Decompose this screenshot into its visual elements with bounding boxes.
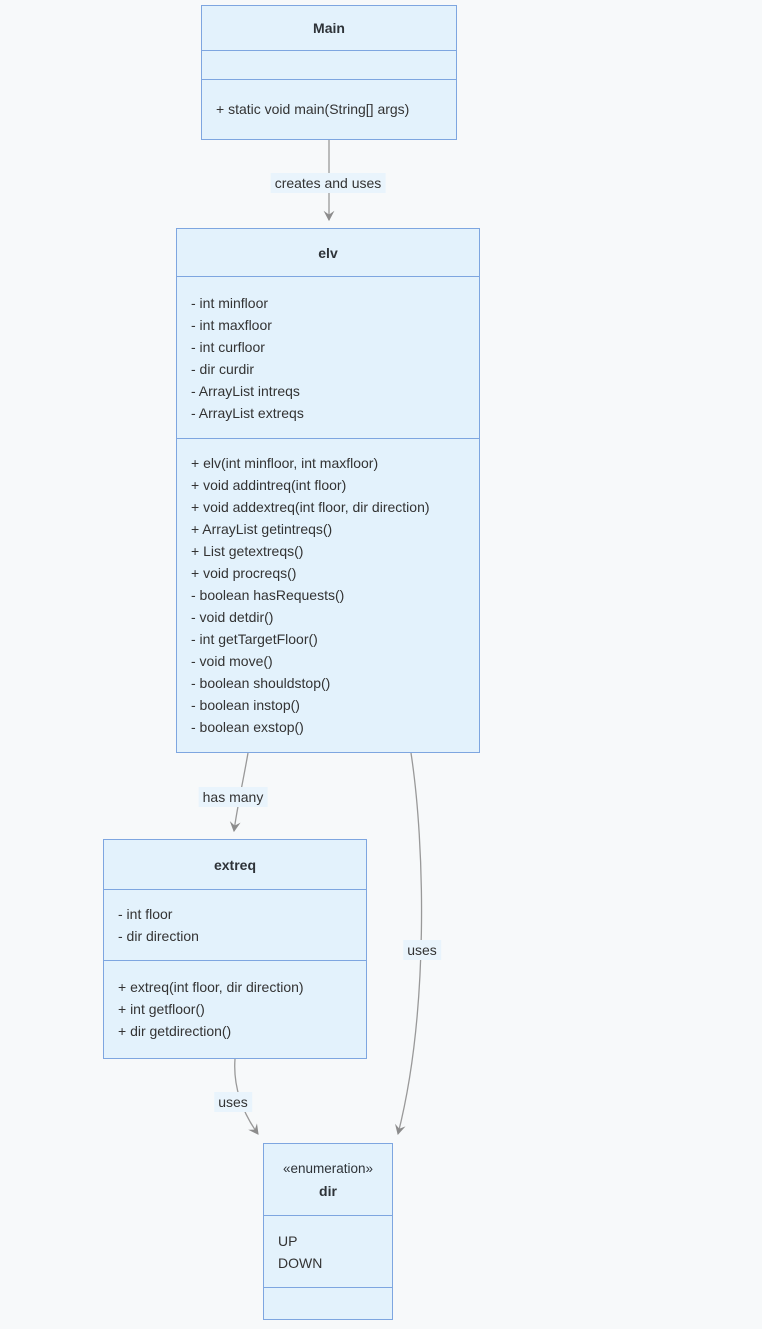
enum-empty-section-dir — [264, 1288, 392, 1317]
class-name: extreq — [213, 856, 257, 873]
member-line: - boolean shouldstop() — [191, 675, 331, 691]
member-line: + dir getdirection() — [118, 1023, 232, 1039]
attributes-section-extreq: - int floor - dir direction — [104, 890, 366, 961]
methods-section-elv: + elv(int minfloor, int maxfloor) + void … — [177, 439, 479, 751]
class-title-extreq: extreq — [104, 840, 366, 890]
member-line: - ArrayList intreqs — [191, 382, 300, 399]
attributes-section-main — [202, 51, 456, 80]
member-line: - void move() — [191, 653, 273, 669]
member-line: - dir curdir — [191, 360, 255, 377]
methods-section-extreq: + extreq(int floor, dir direction) + int … — [104, 961, 366, 1057]
class-node-main: Main + static void main(String[] args) — [201, 5, 457, 140]
enum-values-section-dir: UP DOWN — [264, 1216, 392, 1288]
member-line: + elv(int minfloor, int maxfloor) — [191, 455, 379, 471]
class-name: Main — [313, 20, 345, 36]
member-line: + List getextreqs() — [191, 543, 304, 559]
member-line: - boolean instop() — [191, 697, 300, 713]
member-line: + int getfloor() — [118, 1001, 205, 1017]
member-line: - boolean exstop() — [191, 719, 304, 735]
class-title-elv: elv — [177, 229, 479, 277]
enum-title-dir: «enumeration» dir — [264, 1144, 392, 1216]
class-node-extreq: extreq - int floor - dir direction + extr… — [103, 839, 367, 1059]
member-line: + ArrayList getintreqs() — [191, 521, 333, 537]
class-name: elv — [318, 244, 338, 261]
class-title-main: Main — [202, 6, 456, 51]
member-line: + void addextreq(int floor, dir directio… — [191, 499, 430, 515]
edge-label-creates-and-uses: creates and uses — [270, 173, 386, 193]
member-line: - int curfloor — [191, 338, 265, 355]
member-line: + void procreqs() — [191, 565, 297, 581]
member-line: - int getTargetFloor() — [191, 631, 318, 647]
member-line: - ArrayList extreqs — [191, 404, 304, 421]
enum-stereotype: «enumeration» — [282, 1160, 374, 1176]
class-node-elv: elv - int minfloor - int maxfloor - int cu… — [176, 228, 480, 753]
edge-label-has-many: has many — [198, 787, 268, 807]
attributes-section-elv: - int minfloor - int maxfloor - int curflo… — [177, 277, 479, 439]
edge-label-uses-elv-dir: uses — [403, 940, 441, 960]
member-line: - void detdir() — [191, 609, 274, 625]
member-line: - int minfloor — [191, 294, 269, 311]
member-line: DOWN — [278, 1254, 323, 1271]
enum-node-dir: «enumeration» dir UP DOWN — [263, 1143, 393, 1320]
member-line: UP — [278, 1232, 298, 1249]
member-line: + static void main(String[] args) — [216, 101, 410, 117]
methods-section-main: + static void main(String[] args) — [202, 80, 456, 138]
class-name: dir — [319, 1182, 337, 1199]
member-line: + void addintreq(int floor) — [191, 477, 347, 493]
edge-label-uses-extreq-dir: uses — [214, 1092, 252, 1112]
member-line: - int floor — [118, 906, 173, 922]
member-line: - int maxfloor — [191, 316, 272, 333]
member-line: - dir direction — [118, 928, 199, 944]
member-line: - boolean hasRequests() — [191, 587, 345, 603]
member-line: + extreq(int floor, dir direction) — [118, 979, 304, 995]
